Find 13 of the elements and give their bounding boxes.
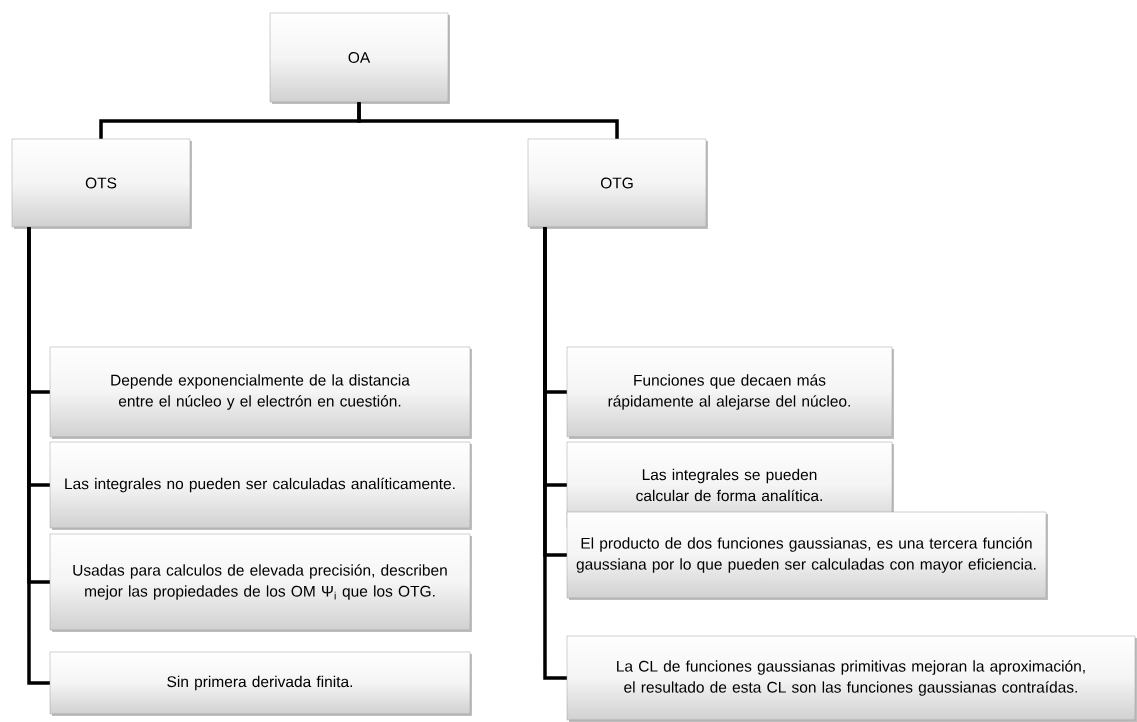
category-box: OA <box>269 12 450 104</box>
description-box: El producto de dos funciones gaussianas, es una tercera función gaussiana por lo que pueden ser calculadas con mayor eficiencia. <box>566 511 1048 600</box>
category-box: OTG <box>527 138 708 229</box>
description-box: Usadas para calculos de elevada precisión, describen mejor las propiedades de los OM Ψ$_{i}$ que los OTG. <box>49 533 472 632</box>
connector-line <box>357 102 619 139</box>
connector-line <box>543 227 567 680</box>
category-box: OTS <box>11 138 192 229</box>
description-box: Sin primera derivada finita. <box>49 651 472 716</box>
connector-line <box>27 227 50 685</box>
description-box: Depende exponencialmente de la distancia entre el núcleo y el electrón en cuestión. <box>49 346 472 439</box>
description-box: Funciones que decaen más rápidamente al alejarse del núcleo. <box>566 346 894 439</box>
description-box: La CL de funciones gaussianas primitivas mejoran la aproximación, el resultado de esta CL son las funciones gaussianas contraídas. <box>566 635 1137 722</box>
description-box: Las integrales no pueden ser calculadas analíticamente. <box>49 441 472 530</box>
